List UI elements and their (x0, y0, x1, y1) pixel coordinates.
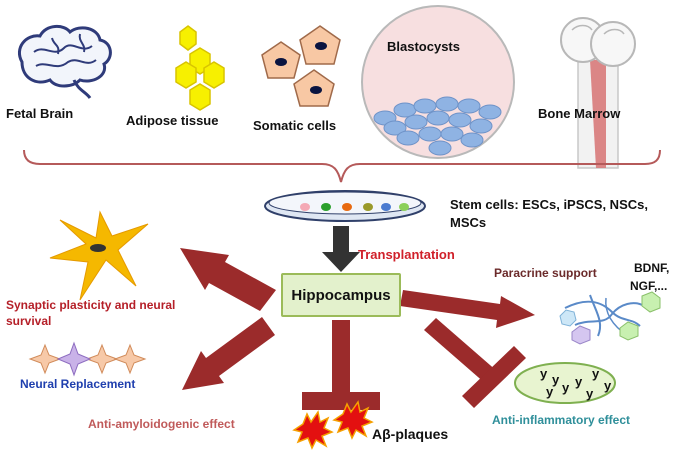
label-stem-cells-line1: Stem cells: ESCs, iPSCS, NSCs, (450, 197, 648, 212)
label-bdnf: BDNF, (634, 261, 670, 275)
label-abeta-plaques: Aβ-plaques (372, 426, 449, 442)
arrow-paracrine (400, 290, 535, 328)
label-bone-marrow: Bone Marrow (538, 106, 621, 121)
hippocampus-box: Hippocampus (281, 273, 401, 317)
arrow-synaptic (180, 248, 276, 311)
svg-text:y: y (592, 366, 600, 381)
label-neural-replacement: Neural Replacement (20, 377, 136, 391)
label-ngf: NGF,... (630, 279, 668, 293)
svg-text:y: y (586, 386, 594, 401)
inhibit-anti-inflammatory-stem (424, 318, 498, 384)
brain-icon (17, 25, 112, 99)
label-stem-cells-line2: MSCs (450, 215, 487, 230)
svg-text:y: y (575, 374, 583, 389)
svg-text:y: y (552, 372, 560, 387)
label-somatic-cells: Somatic cells (253, 118, 337, 133)
transplantation-arrow (322, 226, 360, 272)
inhibit-anti-amyloid-bar (302, 392, 380, 410)
paracrine-network-icon (559, 291, 661, 345)
petri-dish-icon (264, 190, 426, 222)
bone-marrow-icon (560, 17, 636, 169)
label-blastocysts: Blastocysts (387, 39, 460, 54)
neurons-icon (28, 341, 147, 377)
label-anti-amyloidogenic: Anti-amyloidogenic effect (88, 417, 235, 431)
inhibit-markers (302, 318, 526, 410)
label-synaptic-line2: survival (6, 314, 52, 328)
arrow-neural-replacement (182, 317, 275, 390)
plaques-icon (292, 400, 374, 450)
adipose-tissue-icon (175, 25, 225, 111)
inhibit-anti-amyloid-stem (332, 320, 350, 394)
effect-arrows (180, 248, 535, 390)
svg-text:y: y (540, 366, 548, 381)
label-paracrine-support: Paracrine support (494, 266, 597, 280)
label-synaptic-line1: Synaptic plasticity and neural (6, 298, 176, 312)
sources-bracket (23, 149, 661, 183)
inflammation-cell-icon (514, 362, 616, 404)
inhibit-anti-inflammatory-bar (462, 346, 526, 408)
svg-text:y: y (546, 384, 554, 399)
blastocyst-icon (361, 5, 515, 159)
label-anti-inflammatory: Anti-inflammatory effect (492, 413, 631, 427)
somatic-cells-icon (261, 25, 341, 107)
neuron-star-icon (49, 210, 149, 301)
label-fetal-brain: Fetal Brain (6, 106, 74, 121)
label-transplantation: Transplantation (358, 247, 455, 262)
svg-text:y: y (604, 378, 612, 393)
svg-text:y: y (562, 380, 570, 395)
label-adipose-tissue: Adipose tissue (126, 113, 219, 128)
